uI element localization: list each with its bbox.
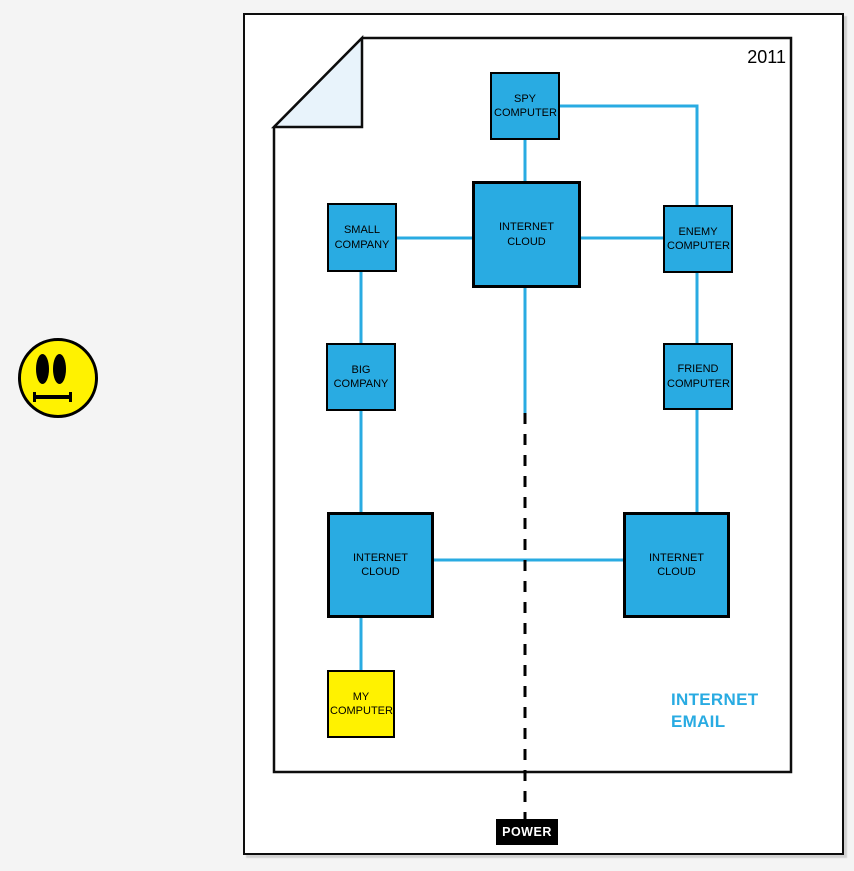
node-friend-computer: FRIEND COMPUTER bbox=[663, 343, 733, 410]
node-my-computer: MY COMPUTER bbox=[327, 670, 395, 738]
node-internet-cloud-right: INTERNET CLOUD bbox=[623, 512, 730, 618]
node-label: INTERNET CLOUD bbox=[499, 221, 554, 248]
smiley-mouth bbox=[33, 392, 72, 402]
smiley-right-eye bbox=[53, 354, 66, 384]
node-label: POWER bbox=[502, 824, 552, 839]
internet-email-caption: INTERNET EMAIL bbox=[671, 690, 759, 731]
smiley-mouth-right-cap bbox=[69, 392, 72, 402]
node-label: FRIEND COMPUTER bbox=[667, 363, 730, 390]
node-label: INTERNET CLOUD bbox=[353, 551, 408, 578]
node-internet-cloud-left: INTERNET CLOUD bbox=[327, 512, 434, 618]
smiley-mouth-left-cap bbox=[33, 392, 36, 402]
node-label: SMALL COMPANY bbox=[334, 224, 390, 251]
node-power: POWER bbox=[496, 819, 558, 845]
node-enemy-computer: ENEMY COMPUTER bbox=[663, 205, 733, 273]
node-label: BIG COMPANY bbox=[333, 363, 389, 390]
node-internet-cloud-center: INTERNET CLOUD bbox=[472, 181, 581, 288]
node-label: ENEMY COMPUTER bbox=[667, 225, 730, 252]
neutral-face-icon bbox=[18, 338, 98, 418]
smiley-left-eye bbox=[36, 354, 49, 384]
node-label: SPY COMPUTER bbox=[494, 92, 557, 119]
node-small-company: SMALL COMPANY bbox=[327, 203, 397, 272]
node-label: INTERNET CLOUD bbox=[649, 551, 704, 578]
year-label: 2011 bbox=[747, 47, 786, 67]
node-spy-computer: SPY COMPUTER bbox=[490, 72, 560, 140]
node-big-company: BIG COMPANY bbox=[326, 343, 396, 411]
node-label: MY COMPUTER bbox=[330, 690, 393, 717]
